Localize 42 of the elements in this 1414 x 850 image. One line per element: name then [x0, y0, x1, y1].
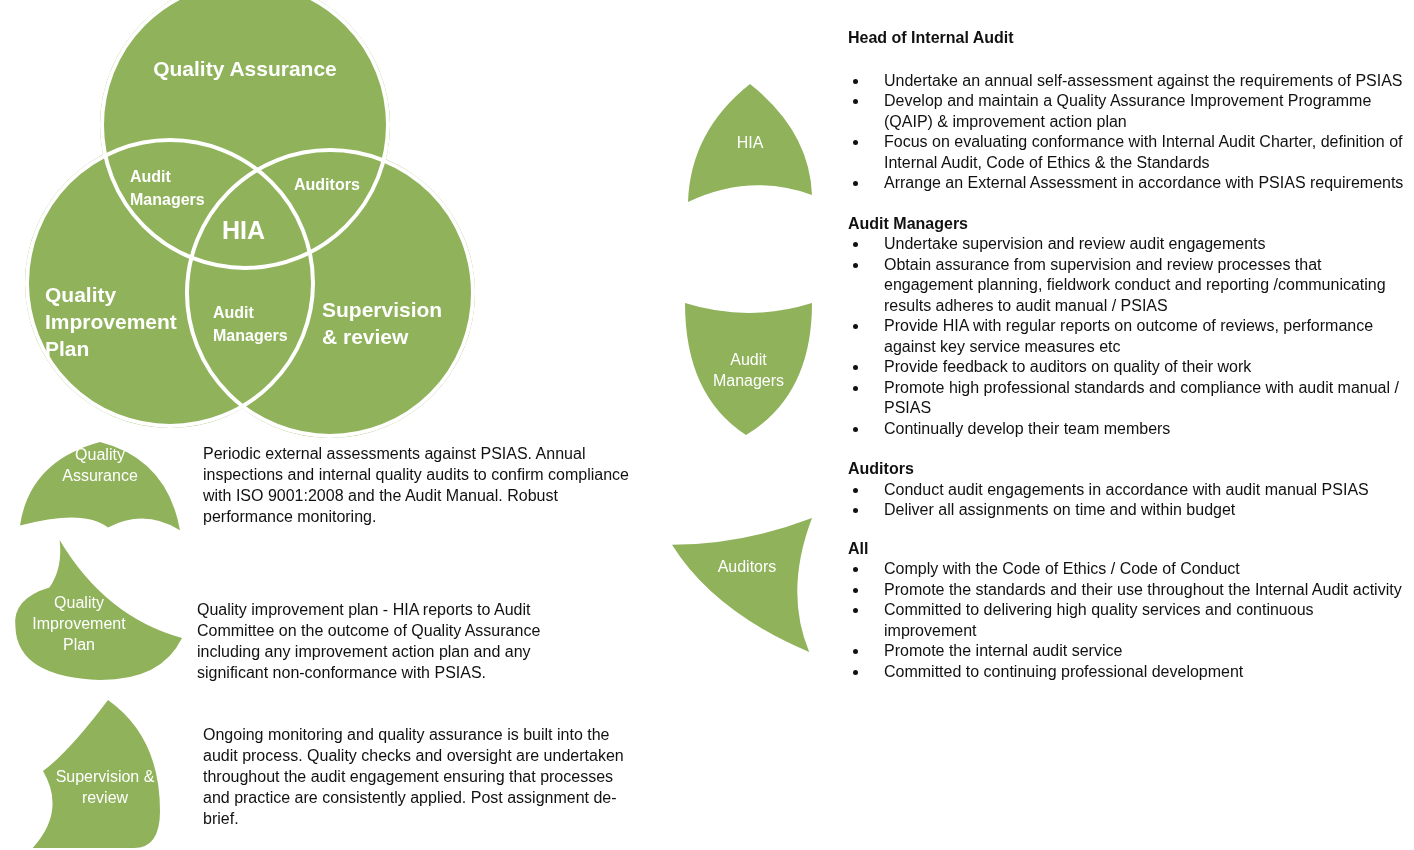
bullet-text: Arrange an External Assessment in accordance with PSIAS requirements: [884, 174, 1404, 191]
bullet-text: Provide feedback to auditors on quality of their work: [884, 358, 1252, 375]
bullet-text: Committed to continuing professional development: [884, 662, 1244, 680]
description-text: Ongoing monitoring and quality assurance is built into the audit process. Quality checks and oversight are undertaken throughout the audit engagement ensuring that processes and practice are consistently applied. Post assignment de-brief.: [203, 725, 625, 829]
node-label: Quality Improvement Plan: [31, 593, 127, 655]
overlap-label: Audit Managers: [130, 167, 206, 210]
bullet-text: Focus on evaluating conformance with Internal Audit Charter, definition of Internal Audit, Code of Ethics & the Standards: [884, 133, 1403, 171]
bullet-text: Deliver all assignments on time and within budget: [884, 501, 1236, 518]
bullet-text: Promote high professional standards and compliance with audit manual / PSIAS: [884, 378, 1399, 416]
node-label: Audit Managers: [711, 350, 786, 391]
petal-shape: [672, 518, 812, 652]
section-heading: Audit Managers: [848, 213, 969, 234]
bullet-text: Develop and maintain a Quality Assurance Improvement Programme (QAIP) & improvement action plan: [884, 92, 1372, 130]
bullet-text: Undertake supervision and review audit engagements: [884, 235, 1266, 252]
description-text: Quality improvement plan - HIA reports to Audit Committee on the outcome of Quality Assurance including any improvement action plan and any significant non-conformance with PSIAS.: [197, 600, 542, 683]
bullet-text: Promote the internal audit service: [884, 642, 1123, 659]
node-label: Quality Assurance: [61, 445, 139, 486]
bullet-text: Comply with the Code of Ethics / Code of Conduct: [884, 560, 1240, 577]
circle-title: Quality Improvement Plan: [45, 282, 178, 362]
overlap-label: Auditors: [294, 175, 361, 195]
bullet-text: Continually develop their team members: [884, 419, 1171, 437]
bullet-text: Committed to delivering high quality services and continuous improvement: [884, 601, 1314, 639]
section-heading: Auditors: [848, 459, 915, 479]
section-heading: All: [848, 538, 870, 559]
node-label: Auditors: [716, 557, 778, 577]
overlap-label: HIA: [222, 215, 267, 246]
overlap-label: Audit Managers: [213, 303, 289, 346]
section-heading: Head of Internal Audit: [848, 28, 1015, 48]
petal-shape: [688, 84, 812, 202]
bullet-text: Provide HIA with regular reports on outcome of reviews, performance against key service measures etc: [884, 317, 1374, 355]
petal-shape: [30, 700, 160, 848]
petal-shape: [685, 303, 812, 435]
node-label: Supervision & review: [54, 767, 156, 808]
circle-title: Supervision & review: [322, 297, 444, 350]
description-text: Periodic external assessments against PSIAS. Annual inspections and internal quality audits to confirm compliance with ISO 9001:2008 and the Audit Manual. Robust performance monitoring.: [203, 444, 630, 527]
bullet-text: Obtain assurance from supervision and review processes that engagement planning, fieldwork conduct and reporting /communicating results adheres to audit manual / PSIAS: [884, 255, 1386, 314]
bullet-text: Promote the standards and their use throughout the Internal Audit activity: [884, 580, 1402, 598]
bullet-text: Conduct audit engagements in accordance with audit manual PSIAS: [884, 480, 1369, 498]
circle-title: Quality Assurance: [152, 56, 338, 82]
petal-shape: [12, 540, 182, 680]
node-label: HIA: [735, 133, 765, 153]
bullet-text: Undertake an annual self-assessment against the requirements of PSIAS: [884, 71, 1403, 89]
